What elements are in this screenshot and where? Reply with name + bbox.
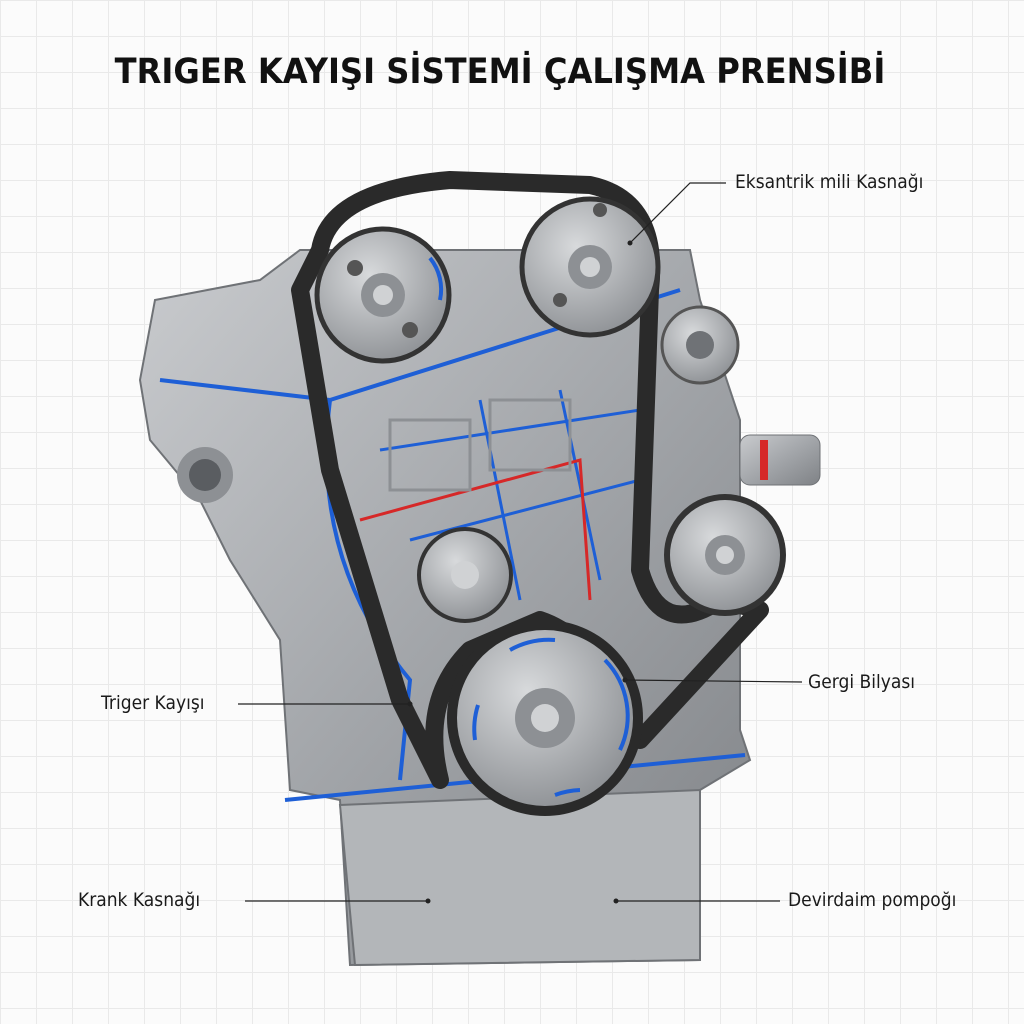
leader-camshaft xyxy=(629,182,726,244)
timing-belt xyxy=(291,171,769,789)
idler-pulley xyxy=(417,527,513,623)
page-title: TRIGER KAYIŞI SİSTEMİ ÇALIŞMA PRENSİBİ xyxy=(114,52,886,92)
camshaft-pulley-left xyxy=(314,226,452,364)
label-camshaft-pulley: Eksantrik mili Kasnağı xyxy=(735,171,924,193)
leader-tensioner xyxy=(624,679,803,683)
label-timing-belt: Triger Kayışı xyxy=(101,692,205,714)
crank-pulley xyxy=(447,620,643,816)
camshaft-pulley-right xyxy=(519,196,661,338)
label-crank-pulley: Krank Kasnağı xyxy=(78,889,201,911)
tensioner-pulley xyxy=(664,494,786,616)
label-tensioner: Gergi Bilyası xyxy=(808,671,916,693)
oil-pan xyxy=(338,788,701,967)
water-pump-shaft xyxy=(739,434,821,486)
label-water-pump: Devirdaim pompoğı xyxy=(788,889,957,911)
tensioner-upper xyxy=(660,305,740,385)
